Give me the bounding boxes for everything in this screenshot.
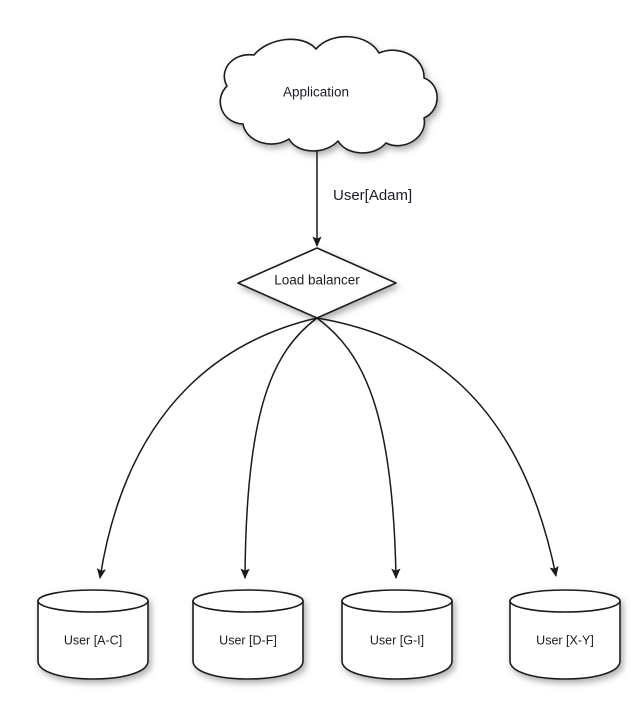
node-application[interactable]: Application	[219, 35, 438, 154]
cylinder-body-4	[509, 600, 621, 680]
cylinder-top-4	[509, 589, 621, 613]
database-2-label: User [D-F]	[219, 633, 277, 647]
database-4-label: User [X-Y]	[536, 633, 594, 647]
edge-label-user-adam: User[Adam]	[333, 187, 412, 204]
load-balancer-label: Load balancer	[274, 273, 360, 288]
edge-load-balancer-to-db-2	[240, 317, 318, 580]
cylinder-body-2	[192, 600, 304, 680]
node-database-3[interactable]: User [G-I]	[341, 589, 453, 680]
application-label: Application	[283, 85, 349, 100]
node-database-1[interactable]: User [A-C]	[37, 589, 149, 680]
cloud-shape	[219, 35, 438, 154]
node-database-2[interactable]: User [D-F]	[192, 589, 304, 680]
cylinder-top-3	[341, 589, 453, 613]
cylinder-top-1	[37, 589, 149, 613]
edge-load-balancer-to-db-1	[96, 317, 318, 580]
node-load-balancer[interactable]: Load balancer	[237, 247, 397, 319]
node-database-4[interactable]: User [X-Y]	[509, 589, 621, 680]
edge-load-balancer-to-db-4	[316, 317, 559, 578]
database-1-label: User [A-C]	[64, 633, 122, 647]
edge-load-balancer-to-db-3	[316, 317, 401, 580]
database-3-label: User [G-I]	[370, 633, 424, 647]
cylinder-top-2	[192, 589, 304, 613]
cylinder-body-1	[37, 600, 149, 680]
cylinder-body-3	[341, 600, 453, 680]
